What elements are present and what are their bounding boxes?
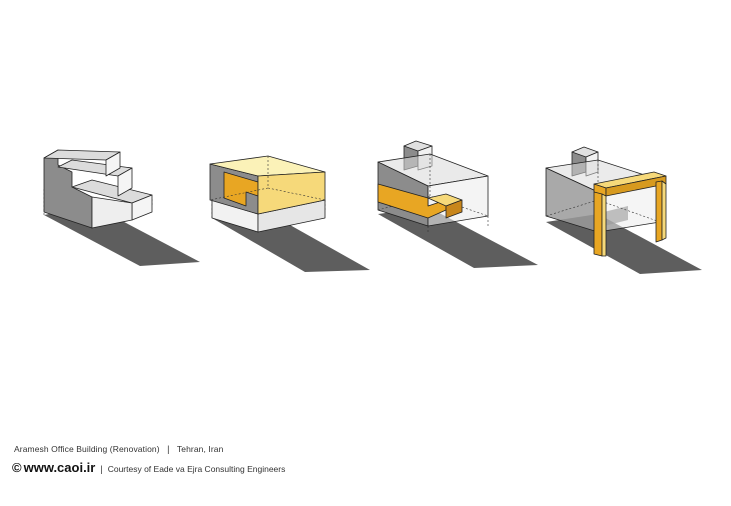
shadow-4: [546, 214, 702, 274]
credit-separator: |: [100, 464, 103, 474]
site-brand[interactable]: ©www.caoi.ir: [12, 460, 95, 475]
massing-step-2: [209, 155, 370, 272]
project-name: Aramesh Office Building (Renovation): [14, 444, 160, 454]
accent-frame-right-leg: [655, 180, 663, 243]
copyright-icon: ©: [12, 460, 22, 475]
site-url[interactable]: www.caoi.ir: [23, 460, 96, 475]
massing-step-4: [545, 146, 702, 274]
courtesy-text: Courtesy of Eade va Ejra Consulting Engi…: [107, 464, 286, 474]
credit-line: ©www.caoi.ir | Courtesy of Eade va Ejra …: [12, 460, 285, 475]
accent-frame-left-leg: [593, 191, 603, 257]
caption-separator: |: [167, 444, 170, 454]
project-caption: Aramesh Office Building (Renovation) | T…: [14, 444, 223, 454]
massing-step-1: [43, 149, 200, 266]
massing-step-3: [377, 140, 538, 268]
project-location: Tehran, Iran: [176, 444, 224, 454]
